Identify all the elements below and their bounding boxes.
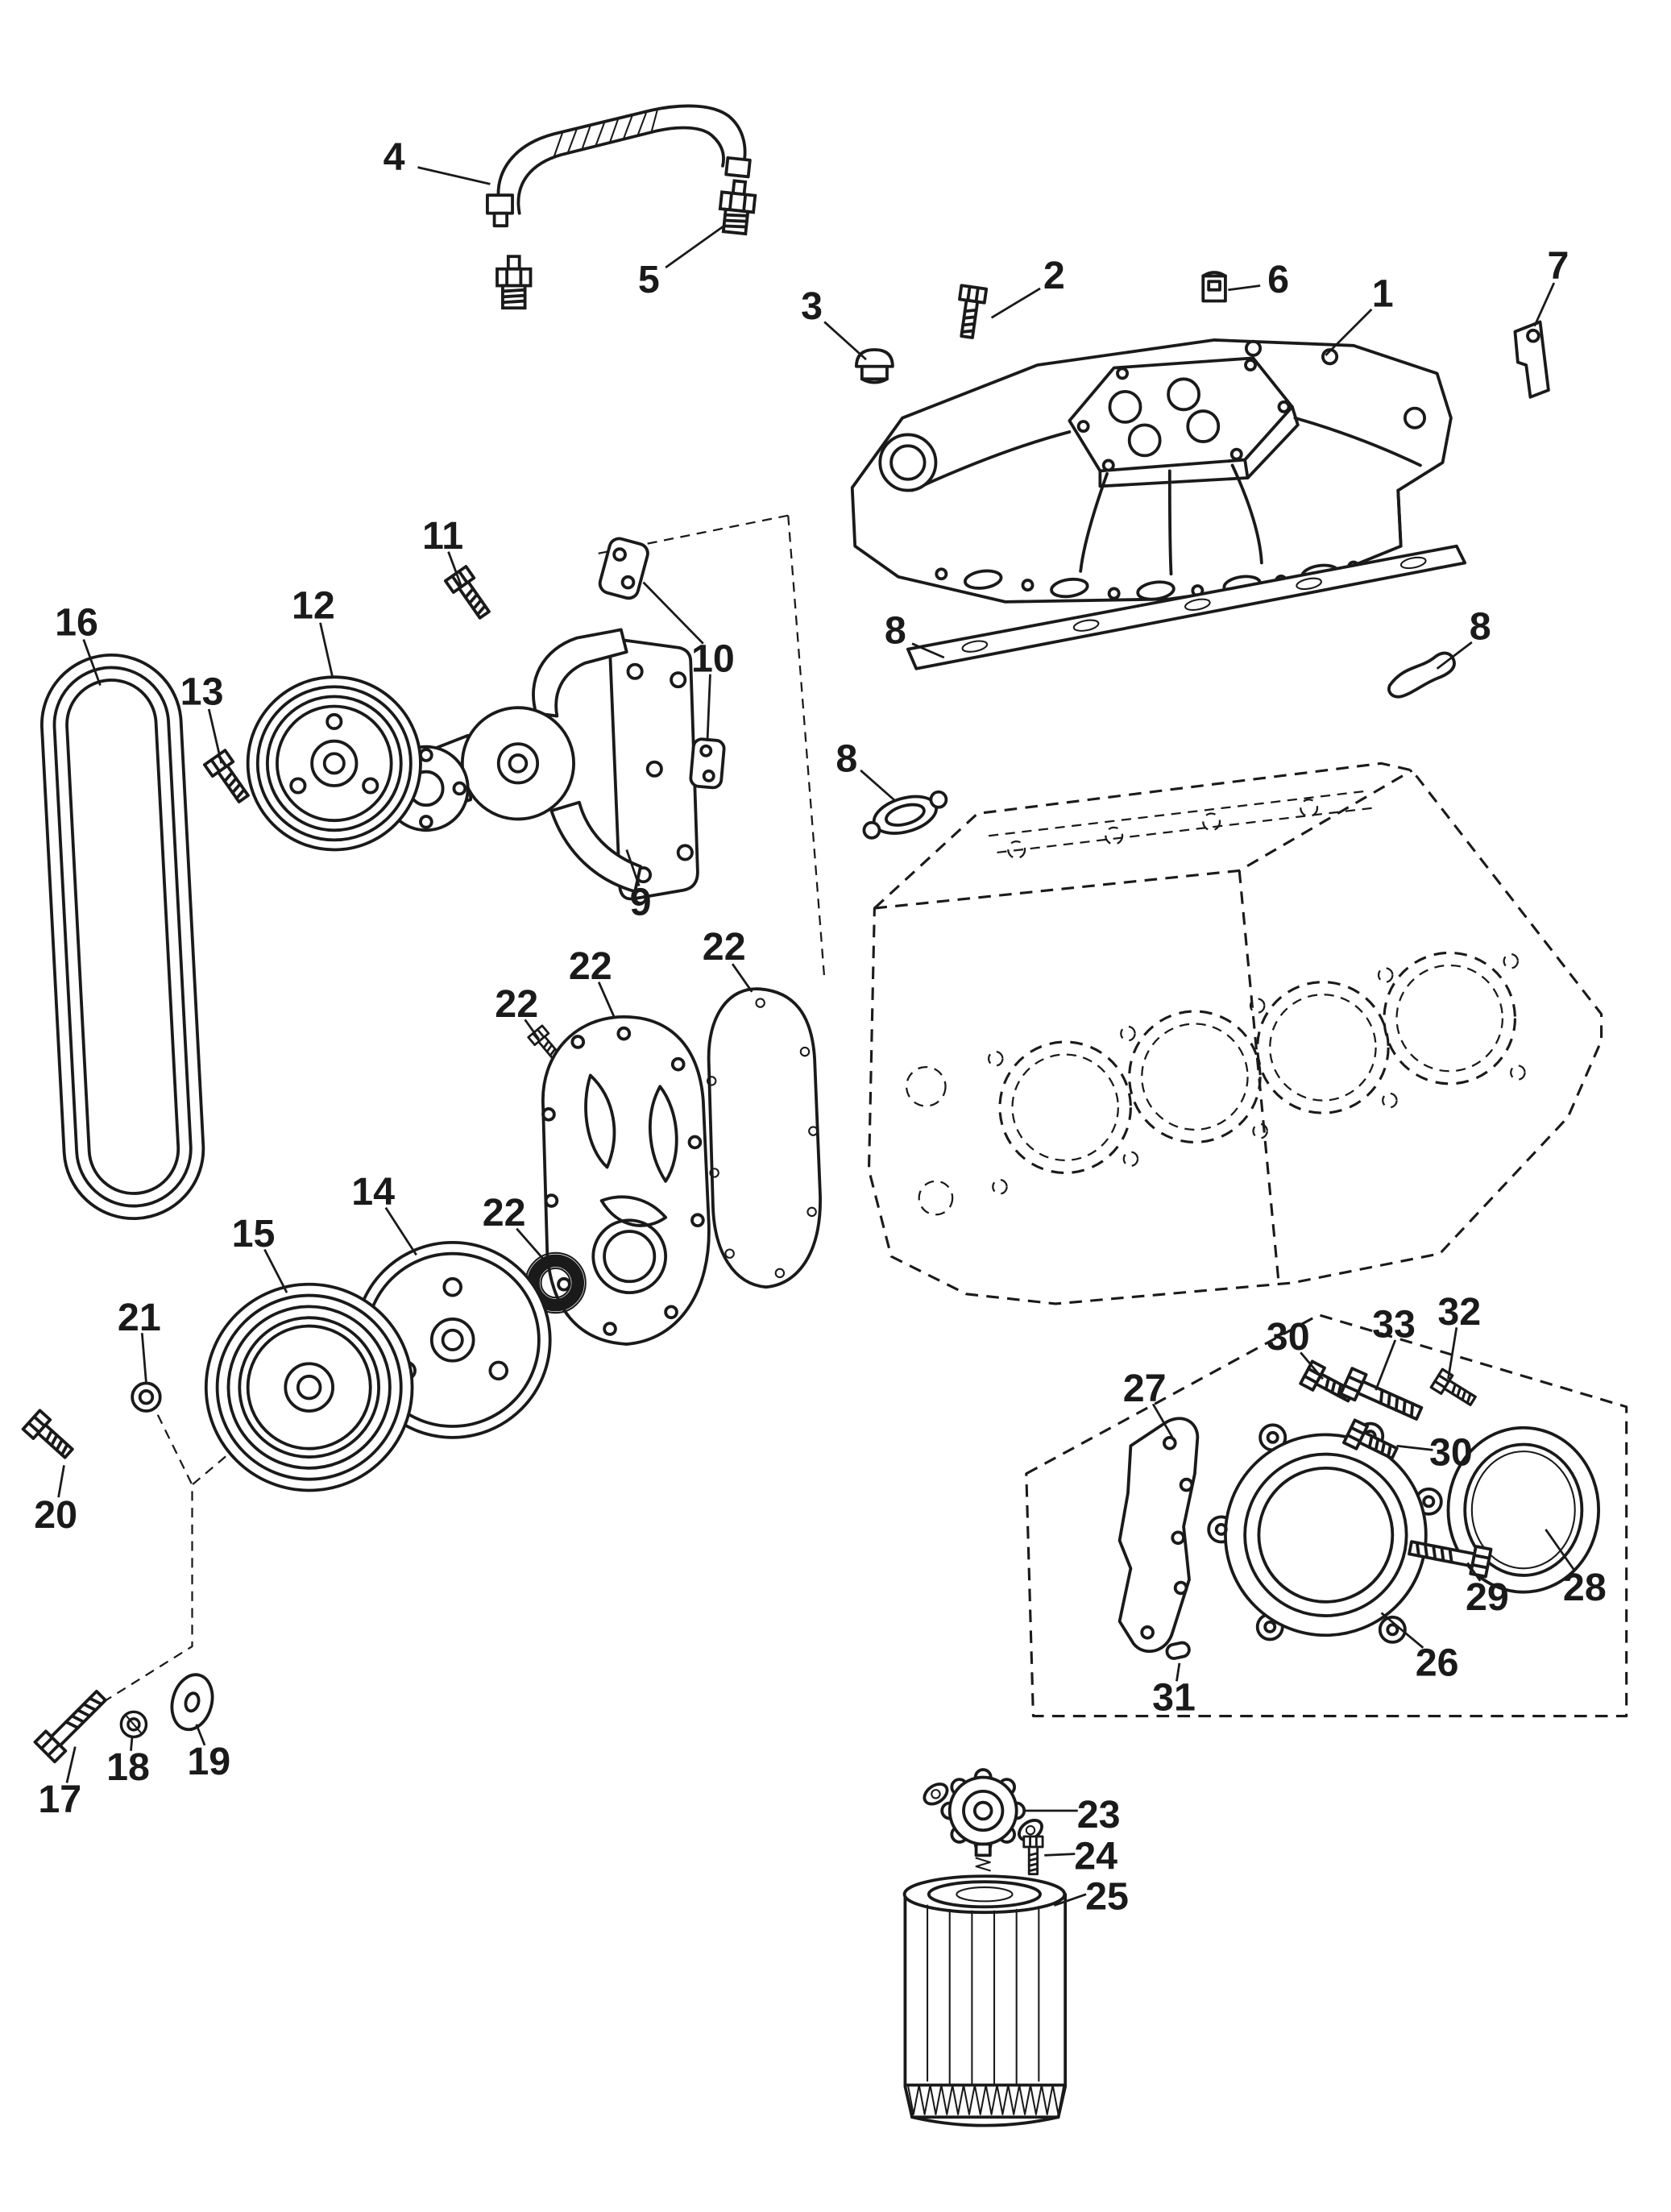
callout-label: 15 <box>232 1212 276 1255</box>
callout-label: 4 <box>384 135 405 179</box>
callout-label: 1 <box>1372 272 1394 315</box>
bolt-20 <box>21 1409 79 1465</box>
callout-label: 3 <box>801 284 823 328</box>
callout-label: 16 <box>55 600 98 644</box>
water-pump-gasket-lower <box>689 737 726 790</box>
callout-label: 10 <box>691 637 735 680</box>
callout-label: 24 <box>1074 1835 1117 1878</box>
callout-label: 18 <box>106 1745 150 1789</box>
cylinder-block <box>867 762 1603 1305</box>
callout-label: 21 <box>118 1296 161 1339</box>
callout-label: 33 <box>1372 1302 1416 1346</box>
callout-label: 8 <box>885 609 906 653</box>
callout-label: 26 <box>1416 1641 1459 1684</box>
water-passage-gasket <box>862 790 948 840</box>
manifold-end-seal <box>1387 651 1456 699</box>
callout-label: 17 <box>38 1778 81 1821</box>
callout-labels: 4 5 3 2 6 1 7 8 8 8 11 12 10 16 13 9 22 … <box>34 135 1607 1919</box>
timing-cover-gasket <box>706 987 822 1289</box>
oil-filter-adapter-23 <box>923 1768 1043 1872</box>
callout-label: 27 <box>1123 1367 1167 1410</box>
callout-label: 20 <box>34 1493 77 1537</box>
cap-plug-3 <box>855 348 894 384</box>
pulley-bolt-13 <box>202 749 255 807</box>
callout-label: 8 <box>836 737 857 781</box>
callout-label: 19 <box>187 1740 230 1783</box>
callout-label: 30 <box>1267 1315 1310 1359</box>
lock-washer-18 <box>119 1710 148 1739</box>
callout-label: 8 <box>1470 605 1491 649</box>
callout-label: 22 <box>703 925 746 969</box>
callout-label: 32 <box>1437 1290 1481 1334</box>
callout-label: 13 <box>180 670 224 714</box>
fuel-line <box>486 104 752 228</box>
water-pump-pulley <box>246 675 422 852</box>
rear-seal-housing-26 <box>1207 1421 1443 1644</box>
water-pump-gasket-upper <box>598 537 649 600</box>
drive-belt <box>40 653 205 1221</box>
balancer-bolt-17 <box>33 1684 113 1764</box>
callout-label: 11 <box>422 514 463 558</box>
rear-housing-gasket-27 <box>1117 1417 1200 1654</box>
lift-bracket-7 <box>1513 320 1550 399</box>
dowel-pin-31 <box>1165 1641 1191 1660</box>
water-pump-bolt-11 <box>443 565 496 624</box>
housing-bolt-33 <box>1339 1367 1427 1428</box>
callout-label: 23 <box>1077 1793 1121 1836</box>
housing-bolt-32 <box>1429 1367 1480 1412</box>
crankshaft-pulley <box>204 1282 414 1492</box>
callout-label: 14 <box>351 1170 395 1214</box>
manifold-bolt-2 <box>952 284 989 341</box>
callout-label: 22 <box>495 982 538 1026</box>
callout-label: 2 <box>1043 254 1065 297</box>
callout-label: 7 <box>1548 244 1569 288</box>
flat-washer-19 <box>170 1673 214 1732</box>
callout-label: 25 <box>1085 1875 1129 1919</box>
adapter-bolt-24 <box>1022 1835 1044 1876</box>
callout-label: 6 <box>1267 258 1289 301</box>
callout-label: 12 <box>292 584 335 628</box>
callout-label: 29 <box>1466 1575 1509 1619</box>
oil-filter-25 <box>902 1874 1068 2127</box>
callout-label: 31 <box>1152 1676 1196 1720</box>
fuel-fitting-left <box>495 255 533 310</box>
pipe-plug-6 <box>1201 271 1227 303</box>
callout-label: 22 <box>569 944 612 988</box>
timing-cover <box>541 1015 711 1346</box>
manifold-gasket-strip <box>906 544 1467 670</box>
callout-label: 30 <box>1429 1430 1473 1474</box>
water-pump <box>383 628 699 901</box>
callout-label: 5 <box>638 258 660 301</box>
washer-21 <box>131 1381 162 1413</box>
callout-label: 22 <box>483 1191 526 1235</box>
intake-manifold <box>850 338 1453 604</box>
callout-label: 9 <box>630 881 652 924</box>
leader-lines <box>57 166 1576 1907</box>
callout-label: 28 <box>1563 1566 1607 1609</box>
